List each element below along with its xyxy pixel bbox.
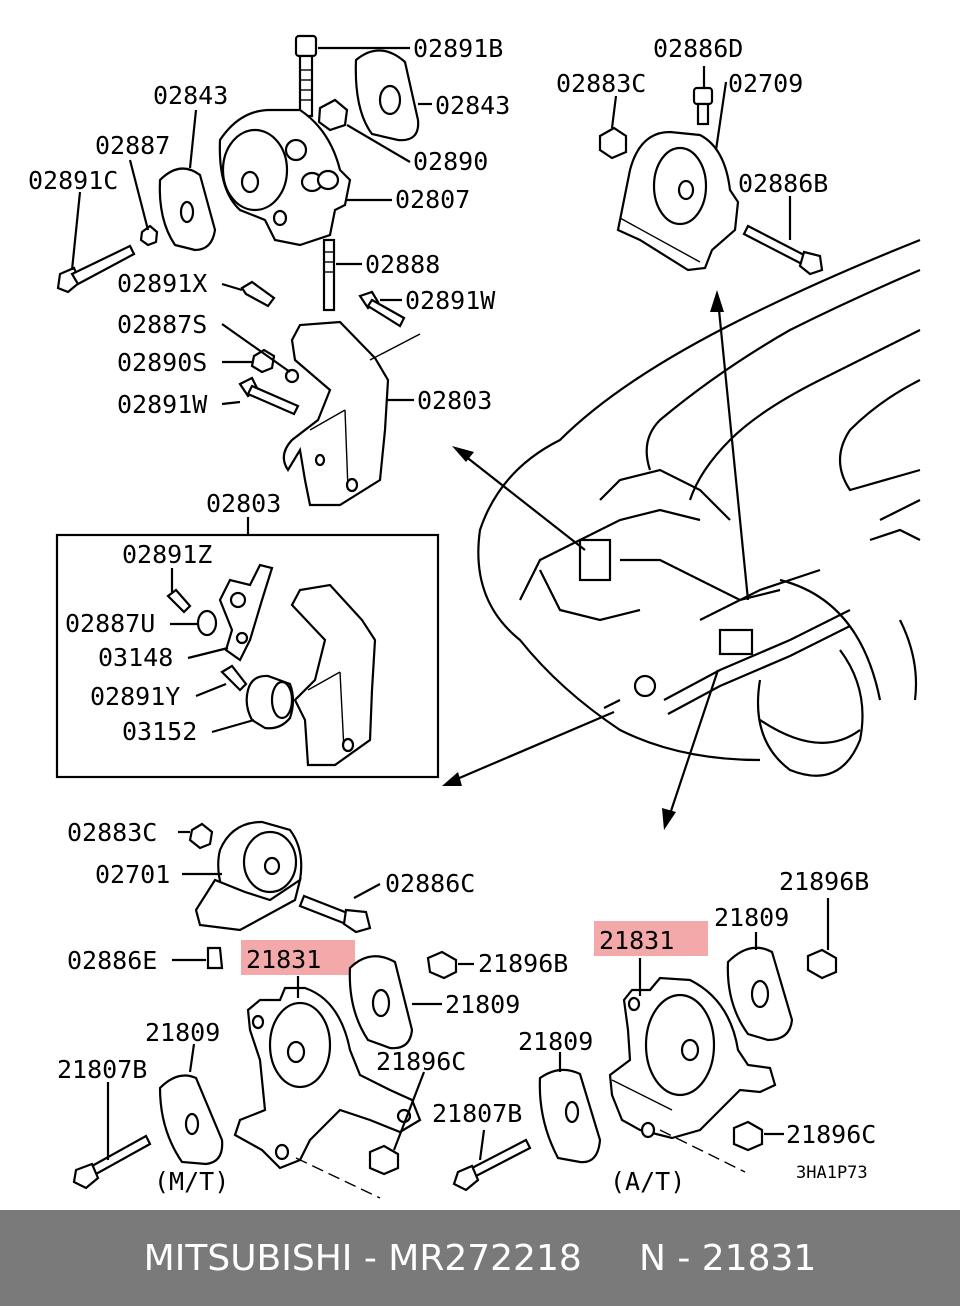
label-02891Y: 02891Y [90, 682, 180, 711]
label-02890: 02890 [413, 147, 488, 176]
label-02709: 02709 [728, 69, 803, 98]
label-21809-right-top: 21809 [714, 903, 789, 932]
label-02886D: 02886D [653, 34, 743, 63]
label-21809-right-left: 21809 [518, 1027, 593, 1056]
mount-02709-group [598, 66, 824, 276]
label-02887U: 02887U [65, 609, 155, 638]
label-02891C: 02891C [28, 166, 118, 195]
label-02886C: 02886C [385, 869, 475, 898]
highlight-21831-mt [241, 940, 355, 975]
label-21807B-left: 21807B [57, 1055, 147, 1084]
label-02887: 02887 [95, 131, 170, 160]
direction-arrows [442, 290, 750, 830]
label-02890S: 02890S [117, 348, 207, 377]
vehicle-outline [477, 238, 921, 777]
label-21896B-right: 21896B [779, 867, 869, 896]
parts-diagram: 02891B 02843 02843 02887 02890 02891C 02… [28, 34, 921, 1199]
leader-lines-upper-left [70, 46, 432, 406]
inset-box-02803 [55, 517, 440, 779]
label-21809-mid: 21809 [445, 990, 520, 1019]
label-21831-at: 21831 [599, 926, 674, 955]
label-03148: 03148 [98, 643, 173, 672]
footer-part-number: MITSUBISHI - MR272218 N - 21831 [143, 1237, 817, 1279]
label-02891X: 02891X [117, 269, 207, 298]
label-21831-mt: 21831 [246, 945, 321, 974]
mount-21831-mt-group [72, 940, 474, 1199]
label-automatic-transmission: (A/T) [610, 1167, 685, 1196]
label-02803-inset: 02803 [206, 489, 281, 518]
label-21896C-right: 21896C [786, 1120, 876, 1149]
highlight-21831-at [594, 921, 708, 956]
label-02807: 02807 [395, 185, 470, 214]
engine-mount-upper-group [56, 34, 420, 507]
label-02701: 02701 [95, 860, 170, 889]
label-02886B: 02886B [738, 169, 828, 198]
label-02886E: 02886E [67, 946, 157, 975]
label-02891Z: 02891Z [122, 540, 212, 569]
label-21896C-left: 21896C [376, 1047, 466, 1076]
label-21807B-right: 21807B [432, 1099, 522, 1128]
label-02883C-bottom: 02883C [67, 818, 157, 847]
label-02888: 02888 [365, 250, 440, 279]
label-02887S: 02887S [117, 310, 207, 339]
footer-bar: MITSUBISHI - MR272218 N - 21831 [0, 1210, 960, 1306]
label-21896B-mid: 21896B [478, 949, 568, 978]
mount-02701-group [172, 820, 381, 970]
label-02843-top: 02843 [435, 91, 510, 120]
label-02891W-upper: 02891W [405, 286, 496, 315]
label-02891B: 02891B [413, 34, 503, 63]
label-02843-left: 02843 [153, 81, 228, 110]
label-02803: 02803 [417, 386, 492, 415]
label-manual-transmission: (M/T) [154, 1167, 229, 1196]
label-21809-left: 21809 [145, 1018, 220, 1047]
label-02883C-top: 02883C [556, 69, 646, 98]
mount-21831-at-group [452, 898, 838, 1192]
label-diagram-code: 3HA1P73 [796, 1163, 868, 1183]
part-labels: 02891B 02843 02843 02887 02890 02891C 02… [28, 34, 876, 1196]
label-02891W-lower: 02891W [117, 390, 208, 419]
label-03152: 03152 [122, 717, 197, 746]
